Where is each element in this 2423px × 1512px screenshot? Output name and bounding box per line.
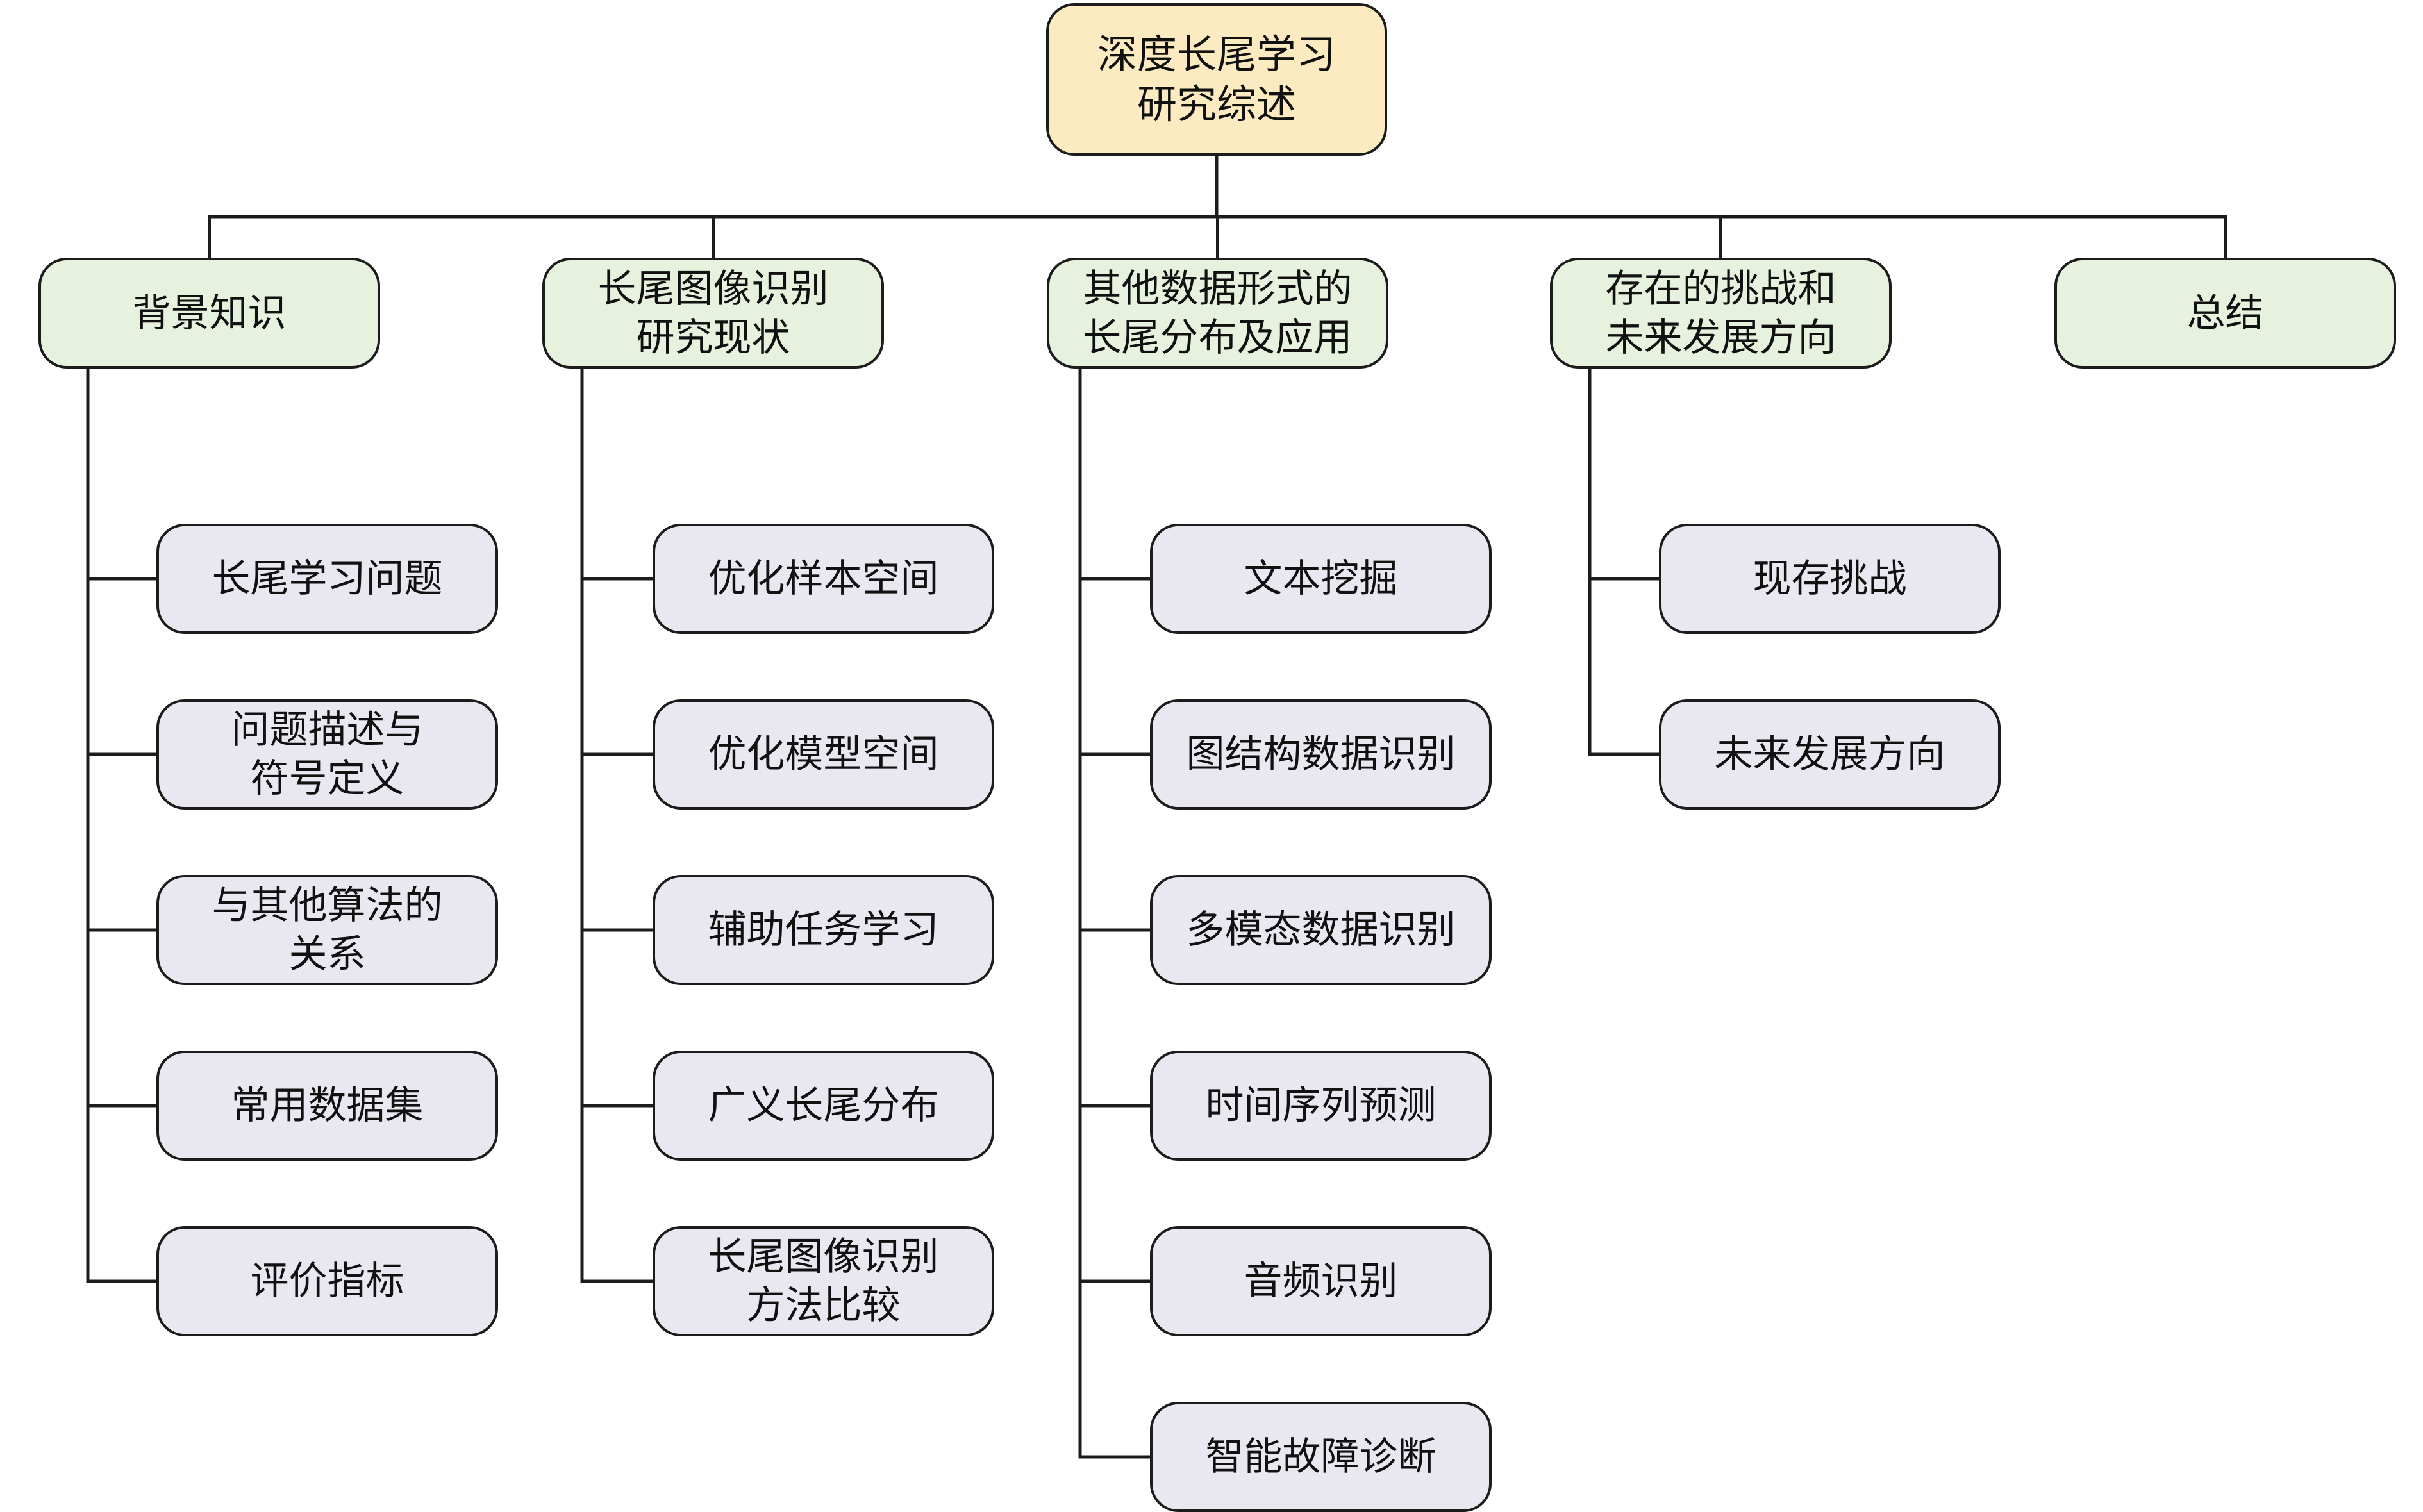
leaf-node: 问题描述与符号定义	[156, 699, 498, 810]
leaf-node: 常用数据集	[156, 1051, 498, 1161]
leaf-node: 辅助任务学习	[653, 875, 994, 985]
leaf-node-label-line: 符号定义	[250, 756, 404, 801]
branch-node-4-label-line: 未来发展方向	[1605, 315, 1836, 360]
leaf-node: 现存挑战	[1659, 524, 2001, 634]
leaf-node-label-line: 优化样本空间	[708, 556, 939, 601]
branch-node-4-label-line: 存在的挑战和	[1605, 266, 1836, 312]
leaf-node: 智能故障诊断	[1150, 1402, 1492, 1512]
leaf-node: 优化模型空间	[653, 699, 994, 810]
branch-node-2-label-line: 研究现状	[636, 315, 790, 360]
leaf-node: 长尾图像识别方法比较	[653, 1226, 994, 1336]
leaf-node-label-line: 文本挖掘	[1244, 556, 1398, 601]
leaf-node: 图结构数据识别	[1150, 699, 1492, 810]
branch-node-2: 长尾图像识别研究现状	[542, 258, 884, 369]
leaf-node-label-line: 长尾学习问题	[212, 556, 443, 601]
leaf-node: 长尾学习问题	[156, 524, 498, 634]
branch-node-2-label-line: 长尾图像识别	[597, 266, 829, 312]
leaf-node-label-line: 评价指标	[250, 1259, 404, 1304]
leaf-node-label-line: 广义长尾分布	[708, 1083, 939, 1128]
root-node-label-line: 研究综述	[1137, 81, 1296, 128]
leaf-node: 时间序列预测	[1150, 1051, 1492, 1161]
root-node: 深度长尾学习研究综述	[1046, 3, 1387, 156]
leaf-node-label-line: 多模态数据识别	[1186, 908, 1456, 952]
leaf-node-label-line: 常用数据集	[231, 1083, 424, 1128]
leaf-node: 多模态数据识别	[1150, 875, 1492, 985]
branch-node-3: 其他数据形式的长尾分布及应用	[1047, 258, 1388, 369]
leaf-node-label-line: 与其他算法的	[212, 883, 443, 928]
branch-node-5-label-line: 总结	[2186, 290, 2264, 336]
leaf-node: 未来发展方向	[1659, 699, 2001, 810]
leaf-node-label-line: 问题描述与	[231, 708, 424, 752]
leaf-node: 与其他算法的关系	[156, 875, 498, 985]
leaf-node: 音频识别	[1150, 1226, 1492, 1336]
leaf-node-label-line: 长尾图像识别	[708, 1234, 939, 1279]
branch-node-3-label-line: 长尾分布及应用	[1083, 315, 1353, 360]
leaf-node-label-line: 方法比较	[746, 1283, 901, 1328]
leaf-node-label-line: 时间序列预测	[1205, 1083, 1436, 1128]
branch-node-1: 背景知识	[38, 258, 380, 369]
leaf-node-label-line: 智能故障诊断	[1205, 1434, 1436, 1479]
root-node-label-line: 深度长尾学习	[1097, 31, 1336, 78]
leaf-node-label-line: 图结构数据识别	[1186, 732, 1456, 777]
leaf-node-label-line: 关系	[288, 932, 366, 977]
leaf-node-label-line: 辅助任务学习	[708, 908, 939, 952]
leaf-node-label-line: 音频识别	[1244, 1259, 1398, 1304]
leaf-node: 优化样本空间	[653, 524, 994, 634]
branch-node-1-label-line: 背景知识	[132, 290, 287, 336]
leaf-node: 文本挖掘	[1150, 524, 1492, 634]
leaf-node-label-line: 未来发展方向	[1714, 732, 1945, 777]
leaf-node: 广义长尾分布	[653, 1051, 994, 1161]
leaf-node: 评价指标	[156, 1226, 498, 1336]
branch-node-3-label-line: 其他数据形式的	[1083, 266, 1353, 312]
leaf-node-label-line: 现存挑战	[1753, 556, 1907, 601]
branch-node-4: 存在的挑战和未来发展方向	[1550, 258, 1892, 369]
leaf-node-label-line: 优化模型空间	[708, 732, 939, 777]
branch-node-5: 总结	[2054, 258, 2396, 369]
